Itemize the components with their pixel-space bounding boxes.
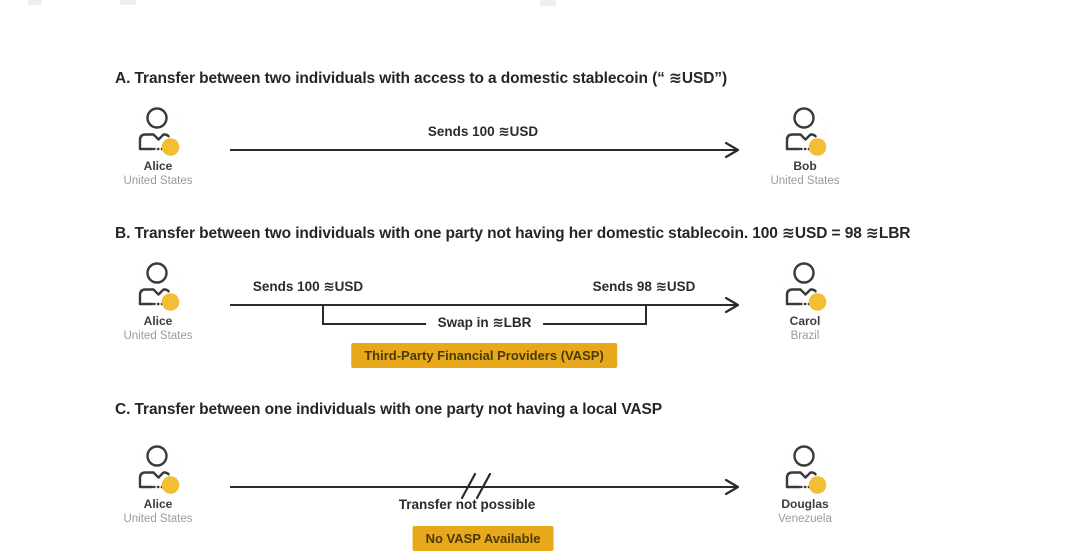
coin-icon (161, 138, 180, 156)
person-country: Brazil (790, 330, 820, 342)
coin-icon (161, 476, 180, 494)
vasp-badge: Third-Party Financial Providers (VASP) (351, 343, 617, 368)
cropped-text-remnant (540, 0, 556, 6)
section-b-title: B. Transfer between two individuals with… (115, 225, 911, 242)
coin-icon (161, 293, 180, 311)
flow-label-b-left: Sends 100 ≋USD (252, 279, 364, 294)
person-sender-b: Alice United States (93, 261, 223, 343)
person-with-coin-icon (136, 445, 180, 494)
person-country: United States (123, 175, 193, 187)
person-name: Alice (143, 314, 173, 328)
swap-label: Swap in ≋LBR (425, 315, 544, 331)
person-with-coin-icon (783, 445, 827, 494)
person-country: Venezuela (778, 513, 832, 525)
coin-icon (808, 293, 827, 311)
person-receiver-c: Douglas Venezuela (740, 444, 870, 526)
cropped-text-remnant (120, 0, 136, 5)
coin-icon (808, 476, 827, 494)
person-name: Bob (793, 159, 817, 173)
person-country: United States (770, 175, 840, 187)
transfer-arrow-b (230, 296, 740, 314)
transfer-arrow-c-broken (230, 472, 740, 500)
person-name: Alice (143, 159, 173, 173)
coin-icon (808, 138, 827, 156)
person-receiver-a: Bob United States (740, 106, 870, 188)
person-sender-a: Alice United States (93, 106, 223, 188)
arrowhead-icon (724, 141, 740, 159)
section-c-title: C. Transfer between one individuals with… (115, 401, 662, 418)
person-sender-c: Alice United States (93, 444, 223, 526)
person-name: Carol (789, 314, 821, 328)
flow-label-b-right: Sends 98 ≋USD (592, 279, 696, 294)
person-name: Alice (143, 497, 173, 511)
person-with-coin-icon (136, 262, 180, 311)
swap-bracket: Swap in ≋LBR (322, 305, 647, 331)
cropped-text-remnant (28, 0, 42, 5)
transfer-arrow-a (230, 141, 740, 159)
break-slashes-icon (460, 472, 492, 500)
person-country: United States (123, 513, 193, 525)
person-with-coin-icon (136, 107, 180, 156)
arrowhead-icon (724, 478, 740, 496)
person-with-coin-icon (783, 107, 827, 156)
arrowhead-icon (724, 296, 740, 314)
no-vasp-badge: No VASP Available (412, 526, 554, 551)
section-a-title: A. Transfer between two individuals with… (115, 70, 728, 87)
flow-label-c: Transfer not possible (398, 497, 536, 512)
flow-label-a: Sends 100 ≋USD (427, 124, 539, 139)
person-with-coin-icon (783, 262, 827, 311)
person-receiver-b: Carol Brazil (740, 261, 870, 343)
person-country: United States (123, 330, 193, 342)
person-name: Douglas (781, 497, 829, 511)
